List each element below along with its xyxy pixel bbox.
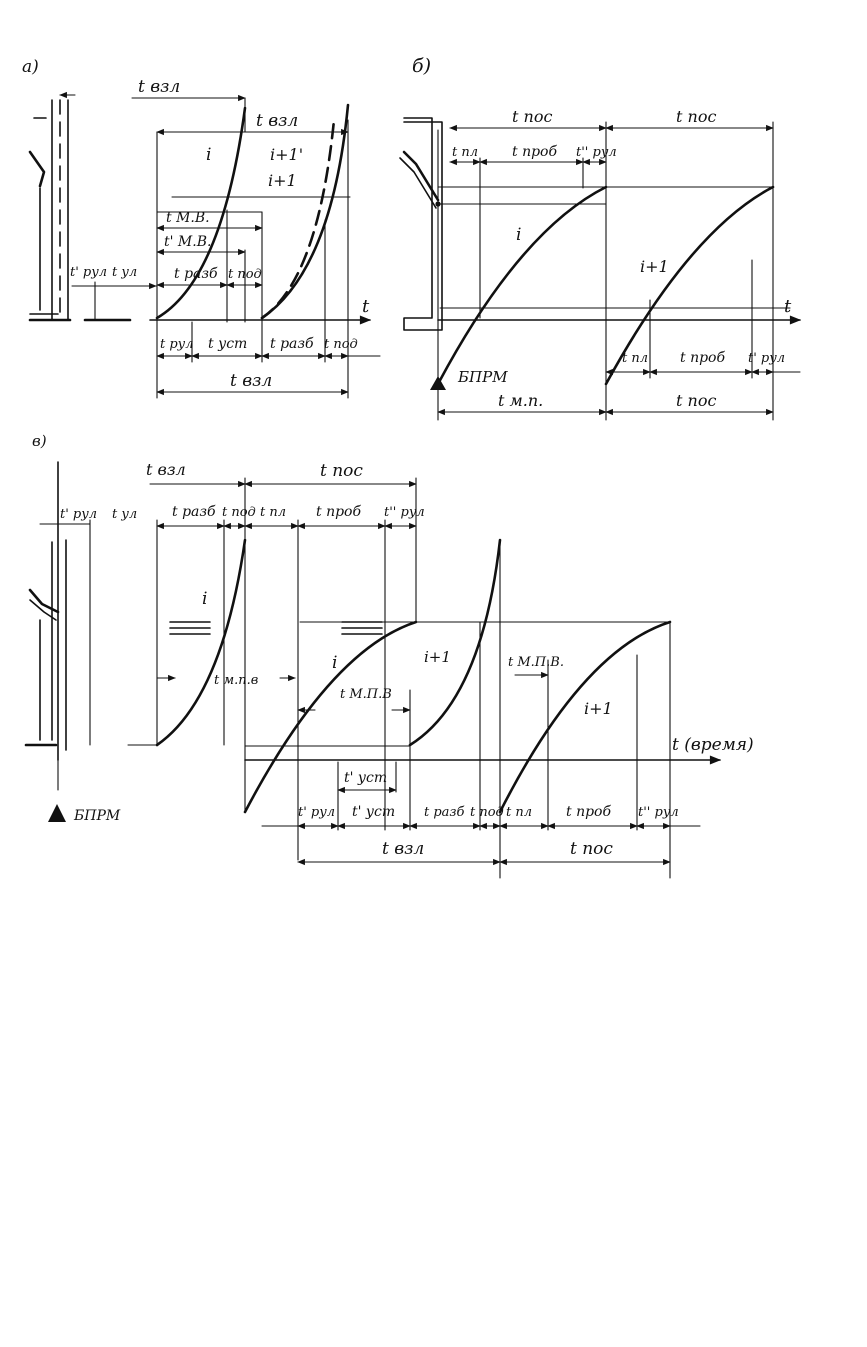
panel-b-tag: б)	[412, 55, 431, 77]
b-label-i: i	[516, 225, 521, 245]
b-label-i1: i+1	[640, 257, 669, 276]
b-bprm-marker	[430, 376, 446, 390]
b-curve-i	[436, 185, 608, 386]
c-label-i-top: i	[202, 589, 207, 609]
b-bottom-pos: t пос	[676, 391, 716, 410]
c-t-vzl: t взл	[146, 460, 186, 479]
b-b-pl: t пл	[622, 351, 648, 366]
a-bottom-vzl: t взл	[230, 371, 272, 391]
c-t-pod: t под	[222, 505, 256, 520]
a-t-mv-prime: t' М.В.	[164, 234, 211, 250]
runway-sketch-b	[399, 117, 443, 421]
c-t-pl: t пл	[260, 505, 286, 520]
b-b-prob: t проб	[680, 350, 725, 366]
c-b-razb: t разб	[424, 805, 465, 820]
c-b-rul2: t'' рул	[638, 805, 679, 820]
c-t-mpv-mid: t М.П.В	[340, 687, 392, 702]
c-bprm: БПРМ	[73, 808, 121, 824]
a-label-i: i	[206, 145, 211, 165]
b-t-rul2: t'' рул	[576, 145, 617, 160]
a-label-i1-prime: i+1'	[270, 145, 303, 164]
c-label-i-mid: i	[332, 653, 337, 673]
c-curve-i1-mid	[408, 538, 502, 747]
c-b-pod: t под	[470, 805, 504, 820]
panel-c: в) t взл t пос t' рул t ул t разб t под	[24, 432, 754, 879]
a-curve-i	[155, 106, 247, 320]
a-t-rul-left: t' рул	[70, 265, 107, 280]
a-t-vzl-top: t взл	[138, 77, 180, 97]
c-t-razb: t разб	[172, 504, 216, 520]
b-axis-t: t	[784, 296, 792, 317]
c-b-rul1: t' рул	[298, 805, 335, 820]
a-t-razb: t разб	[174, 266, 218, 282]
c-t-pos: t пос	[320, 461, 363, 481]
a-label-i1: i+1	[268, 171, 297, 190]
a-axis-t: t	[362, 296, 370, 317]
c-axis-label: t (время)	[672, 735, 754, 755]
b-t-pl: t пл	[452, 145, 478, 160]
a-b-ust: t уст	[208, 336, 247, 352]
c-bottom-vzl: t взл	[382, 839, 424, 859]
c-t-prob: t проб	[316, 504, 361, 520]
c-t-ust-prime-top: t' уст	[344, 770, 387, 786]
panel-a-tag: а)	[22, 57, 39, 77]
b-bprm: БПРМ	[457, 368, 508, 386]
a-curve-i1	[260, 103, 350, 320]
a-t-ul: t ул	[112, 265, 137, 280]
a-b-rul: t рул	[160, 337, 194, 352]
c-label-i1-right: i+1	[584, 699, 613, 718]
c-b-ust1: t' уст	[352, 804, 395, 820]
c-curve-i-top	[155, 538, 247, 747]
c-t-rul2: t'' рул	[384, 505, 425, 520]
a-curve-i1-prime	[260, 118, 336, 320]
b-t-pos-1: t пос	[512, 107, 552, 126]
panel-a: а) t взл t взл	[22, 57, 381, 399]
b-t-prob: t проб	[512, 144, 557, 160]
a-t-vzl-mid: t взл	[256, 111, 298, 131]
b-t-pos-2: t пос	[676, 107, 716, 126]
runway-sketch-a	[28, 91, 76, 322]
a-b-razb: t разб	[270, 336, 314, 352]
c-b-prob: t проб	[566, 804, 611, 820]
c-t-mvv: t м.п.в	[214, 673, 258, 688]
b-t-mp: t м.п.	[498, 391, 543, 410]
a-b-pod: t под	[324, 337, 358, 352]
runway-sketch-c	[24, 461, 91, 791]
c-b-pl: t пл	[506, 805, 532, 820]
c-t-rul-left: t' рул	[60, 507, 97, 522]
b-curve-i1	[604, 185, 775, 386]
a-t-pod: t под	[228, 267, 262, 282]
b-b-rul1: t' рул	[748, 351, 785, 366]
c-t-ul: t ул	[112, 507, 137, 522]
c-t-mpv-right: t М.П.В.	[508, 655, 564, 670]
c-bprm-marker	[48, 804, 66, 822]
panel-b: б) t пос t пос t пл t проб t'' рул i	[399, 55, 802, 421]
c-bottom-pos: t пос	[570, 839, 613, 859]
a-t-mv: t М.В.	[166, 210, 210, 226]
c-label-i1-mid: i+1	[424, 648, 451, 666]
c-curve-i-mid	[243, 620, 418, 814]
c-curve-i1-right	[498, 620, 672, 814]
panel-c-tag: в)	[32, 432, 47, 450]
